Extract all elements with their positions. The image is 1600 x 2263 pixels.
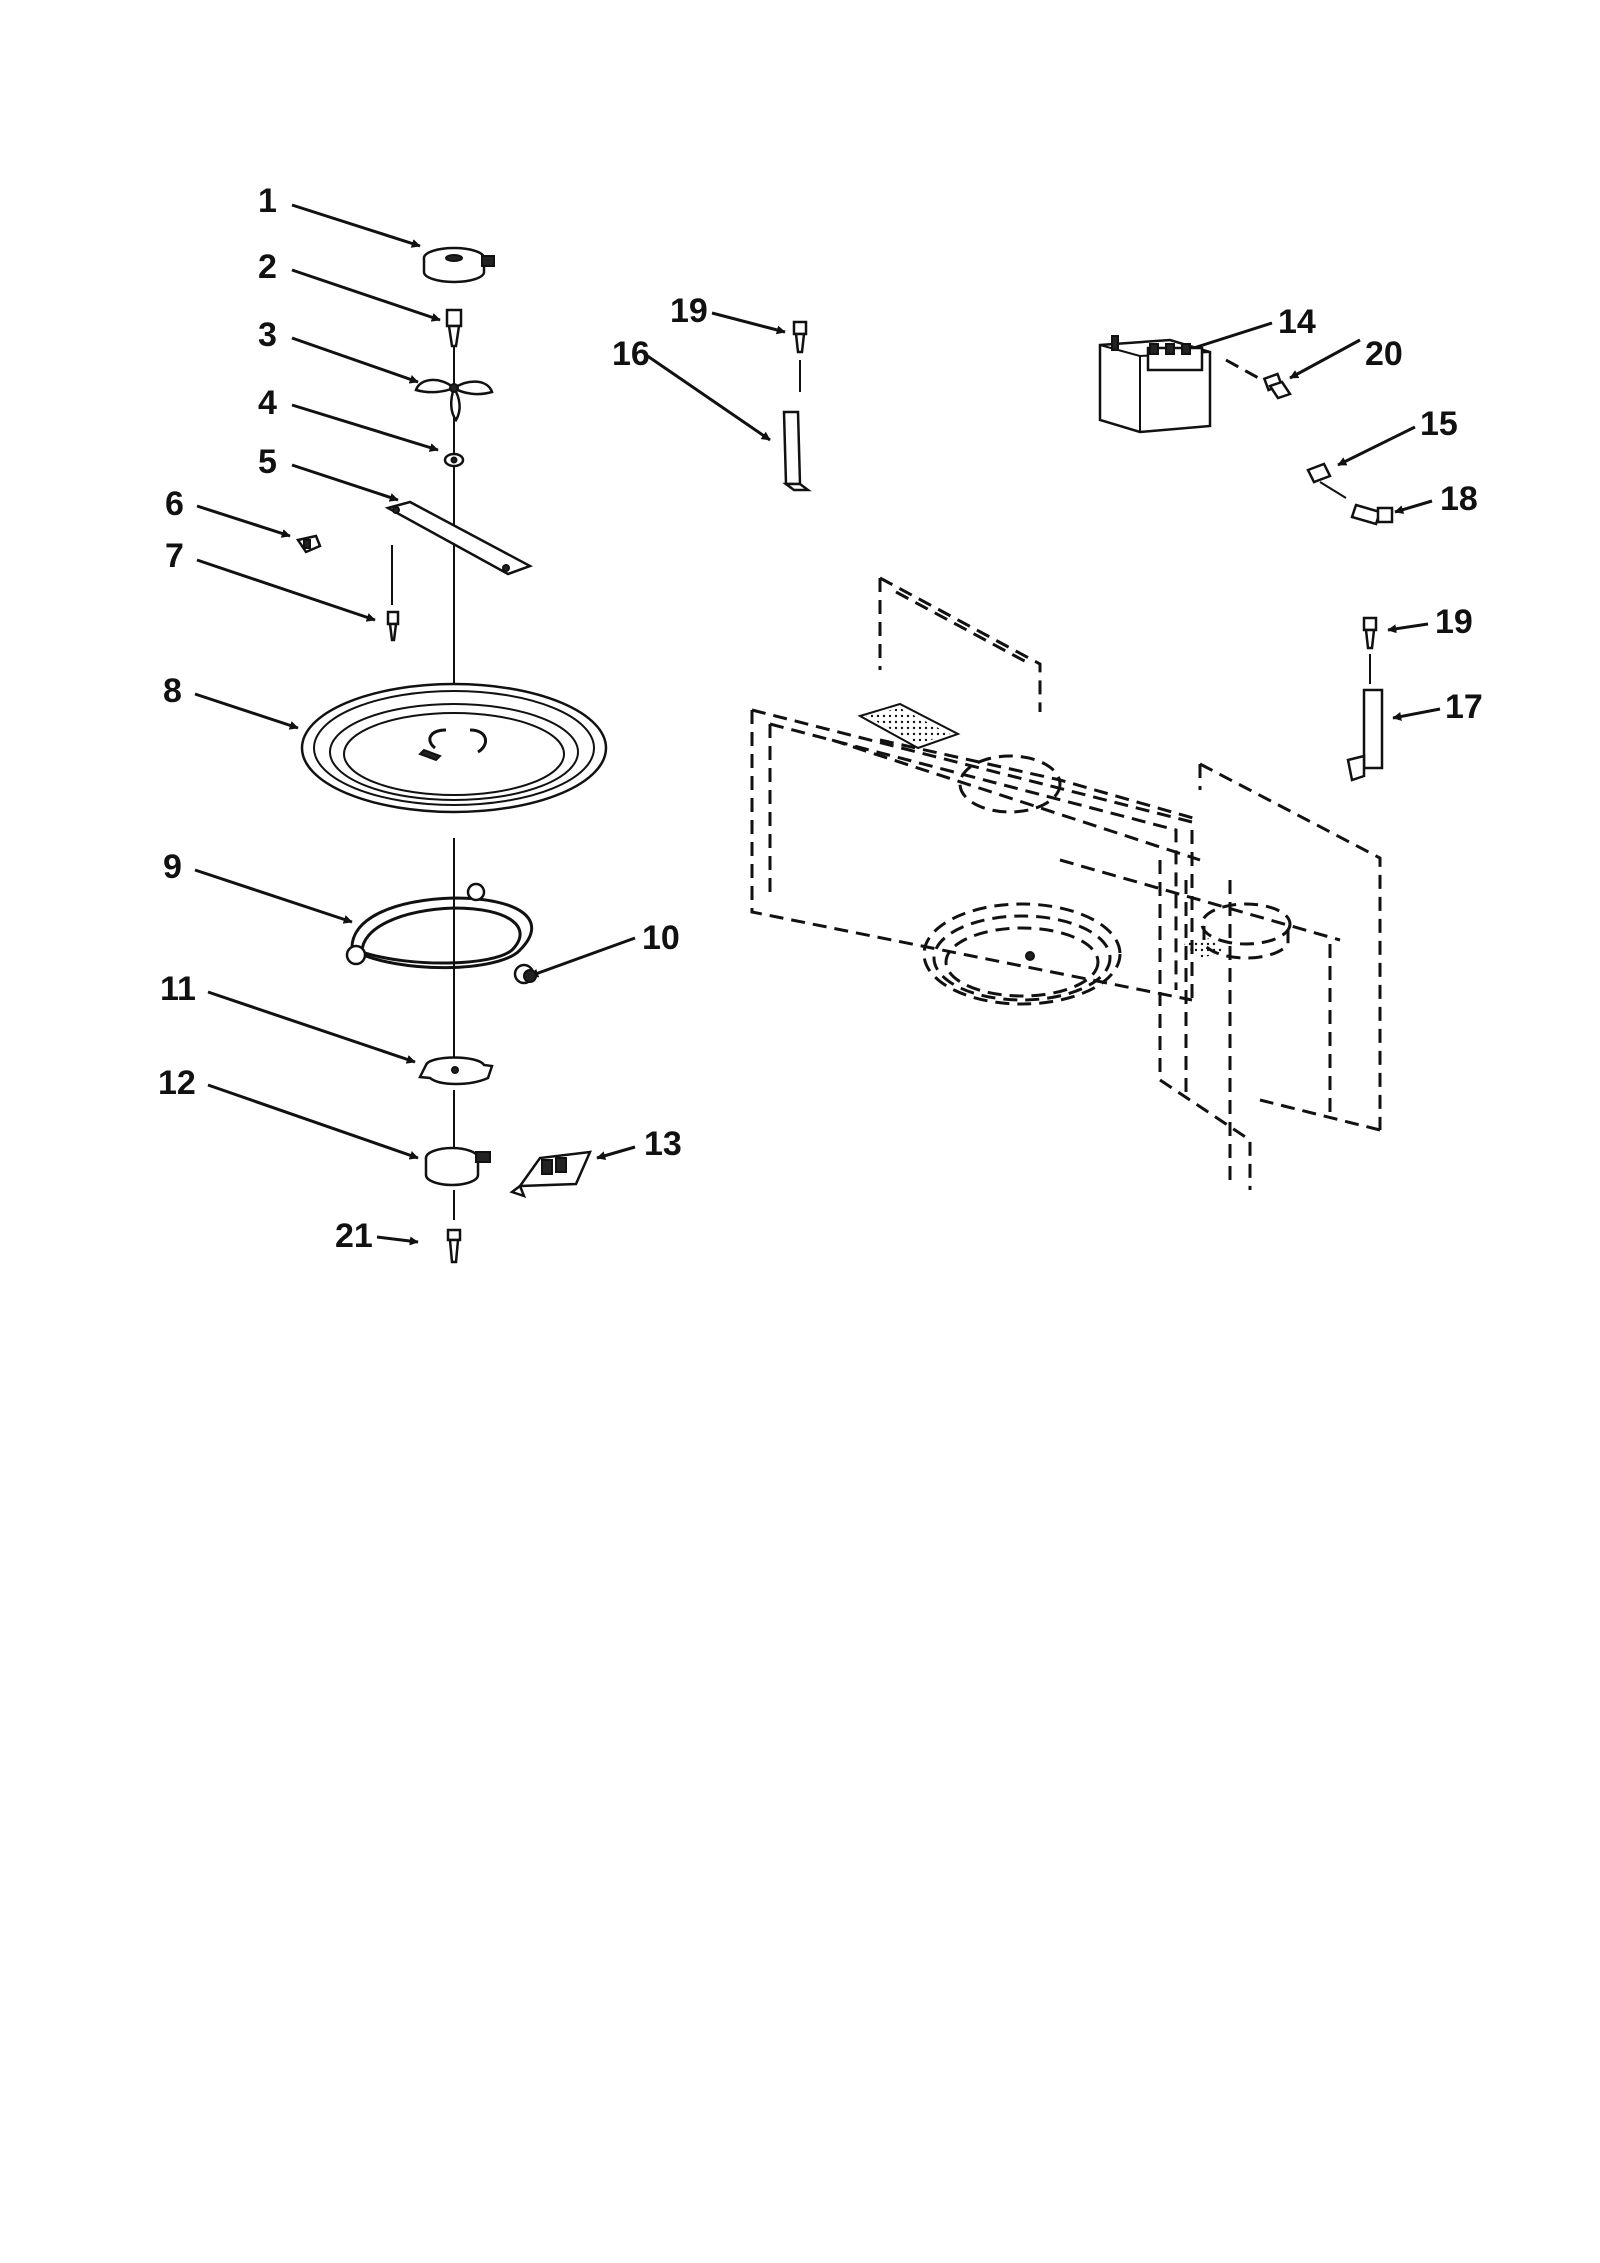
callout-11: 11	[160, 970, 196, 1008]
cavity-assembly	[750, 576, 1382, 1190]
callout-19-right: 19	[1435, 603, 1473, 641]
callout-2: 2	[258, 248, 277, 286]
screw-19-right-part	[1362, 616, 1378, 684]
callout-6: 6	[165, 485, 184, 523]
mounting-plate-part	[384, 500, 534, 576]
callout-21: 21	[335, 1217, 373, 1255]
bracket-16-part	[782, 410, 812, 492]
callout-18: 18	[1440, 480, 1478, 518]
callout-1: 1	[258, 182, 277, 220]
fan-blade-part	[414, 378, 494, 423]
callout-8: 8	[163, 672, 182, 710]
screw-7-part	[386, 610, 400, 642]
bracket-17-part	[1346, 688, 1384, 782]
vent-grille	[857, 702, 1226, 958]
roller-ring-part	[345, 882, 535, 985]
callout-14: 14	[1278, 303, 1316, 341]
turntable-tray-part	[300, 682, 608, 814]
callout-19-top: 19	[670, 292, 708, 330]
screw-18-part	[1350, 503, 1394, 526]
roller-part	[523, 969, 537, 983]
washer-part	[443, 452, 465, 468]
leader-arrows	[194, 203, 1441, 1246]
fan-motor-part	[422, 246, 495, 284]
callout-7: 7	[165, 537, 184, 575]
part-15	[1306, 462, 1347, 499]
callout-13: 13	[644, 1125, 682, 1163]
callout-20: 20	[1365, 335, 1403, 373]
callout-labels: 1 2 3 4 5 6 7 8 9 10 11 12 13 14 15 16 1…	[158, 182, 1483, 1255]
callout-9: 9	[163, 848, 182, 886]
callout-17: 17	[1445, 688, 1483, 726]
callout-16: 16	[612, 335, 650, 373]
screw-21-part	[446, 1228, 462, 1264]
callout-12: 12	[158, 1064, 196, 1102]
callout-4: 4	[258, 384, 277, 422]
connector-board-part	[509, 1150, 593, 1199]
transformer-part	[1098, 335, 1212, 434]
turntable-motor-part	[424, 1146, 491, 1187]
screw-20-part	[1225, 358, 1292, 400]
callout-15: 15	[1420, 405, 1458, 443]
clip-part	[295, 534, 322, 554]
coupler-part	[445, 308, 463, 348]
screw-19-top-part	[792, 320, 808, 392]
hub-part	[418, 1056, 494, 1086]
callout-10: 10	[642, 919, 680, 957]
callout-5: 5	[258, 443, 277, 481]
callout-3: 3	[258, 316, 277, 354]
